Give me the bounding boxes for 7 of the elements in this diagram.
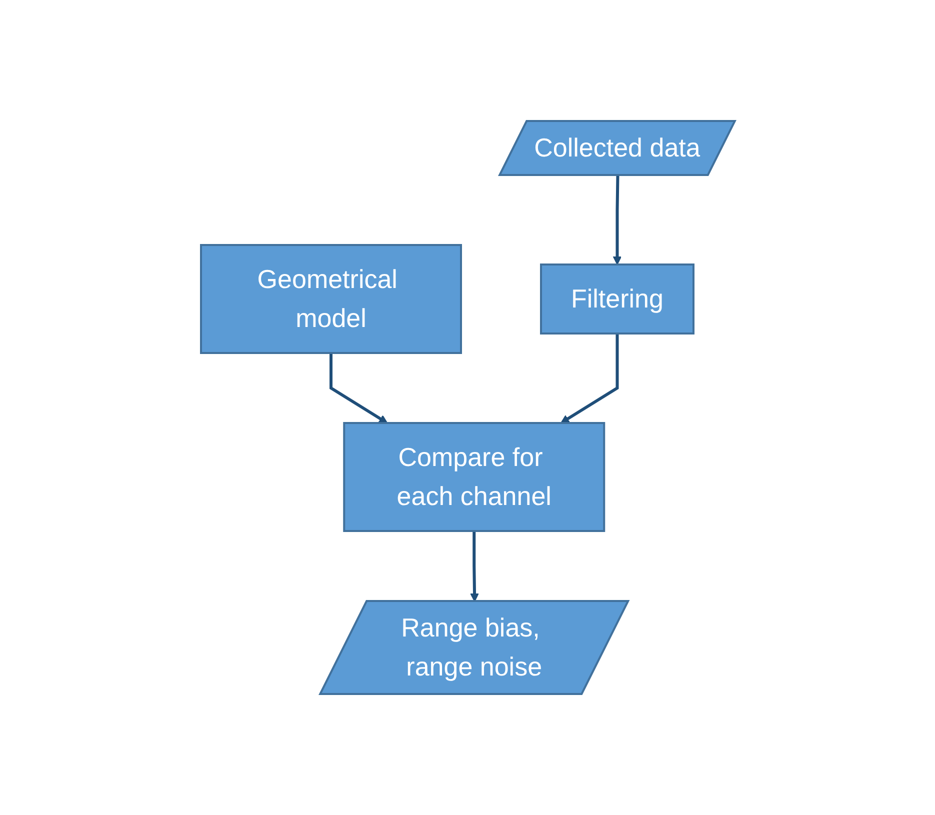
arrow <box>329 353 388 424</box>
arrow <box>560 334 618 424</box>
arrow <box>470 531 478 602</box>
node-box: Filtering <box>540 264 694 334</box>
arrow <box>612 175 622 265</box>
node-box: Compare for each channel <box>342 422 605 532</box>
node-box: Geometrical model <box>200 244 462 354</box>
